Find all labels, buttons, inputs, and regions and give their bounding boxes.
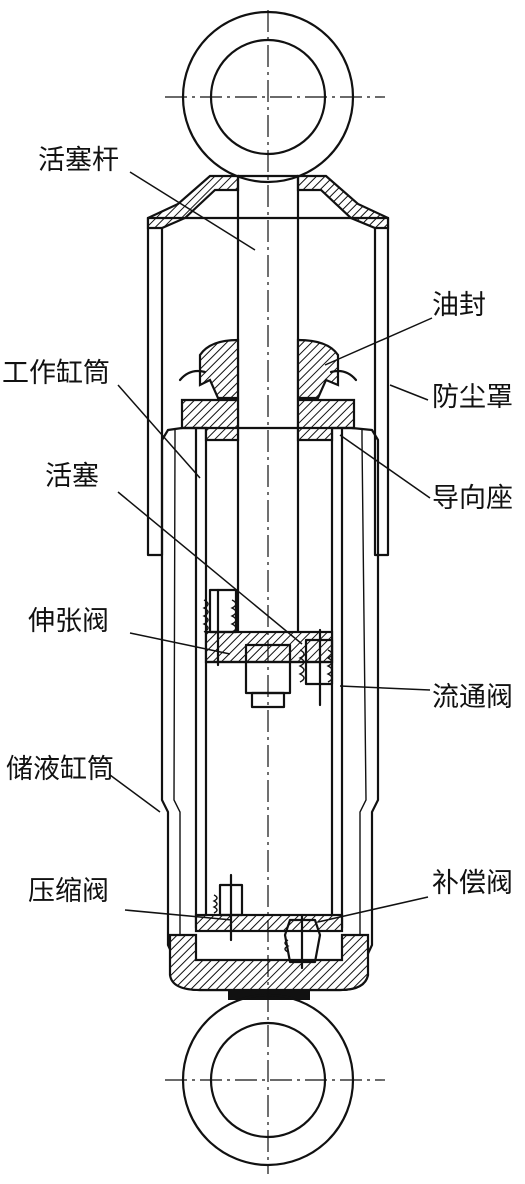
- label-guide-seat: 导向座: [432, 483, 513, 514]
- base-valve-seat: [168, 913, 370, 992]
- label-dust-cover: 防尘罩: [432, 382, 513, 413]
- label-compression-valve: 压缩阀: [28, 876, 109, 907]
- label-reservoir-cylinder: 储液缸筒: [6, 754, 114, 785]
- reservoir-cylinder: [160, 426, 380, 992]
- label-compensation-valve: 补偿阀: [432, 868, 513, 899]
- bottom-mounting-eye: [165, 993, 385, 1167]
- dust-cover: [146, 174, 390, 557]
- oil-seal: [178, 338, 358, 400]
- compensation-valve: [283, 913, 322, 970]
- top-mounting-eye: [165, 10, 385, 184]
- flow-valve: [298, 628, 334, 707]
- label-piston: 活塞: [45, 461, 99, 492]
- label-piston-rod: 活塞杆: [38, 145, 119, 176]
- compression-valve: [212, 873, 244, 942]
- leader-lines: [109, 171, 433, 923]
- extension-valve: [202, 588, 238, 667]
- piston: [204, 630, 334, 709]
- label-extension-valve: 伸张阀: [28, 606, 109, 637]
- label-oil-seal: 油封: [432, 290, 486, 321]
- label-working-cylinder: 工作缸筒: [2, 358, 110, 389]
- label-flow-valve: 流通阀: [432, 682, 513, 713]
- guide-seat: [180, 398, 356, 442]
